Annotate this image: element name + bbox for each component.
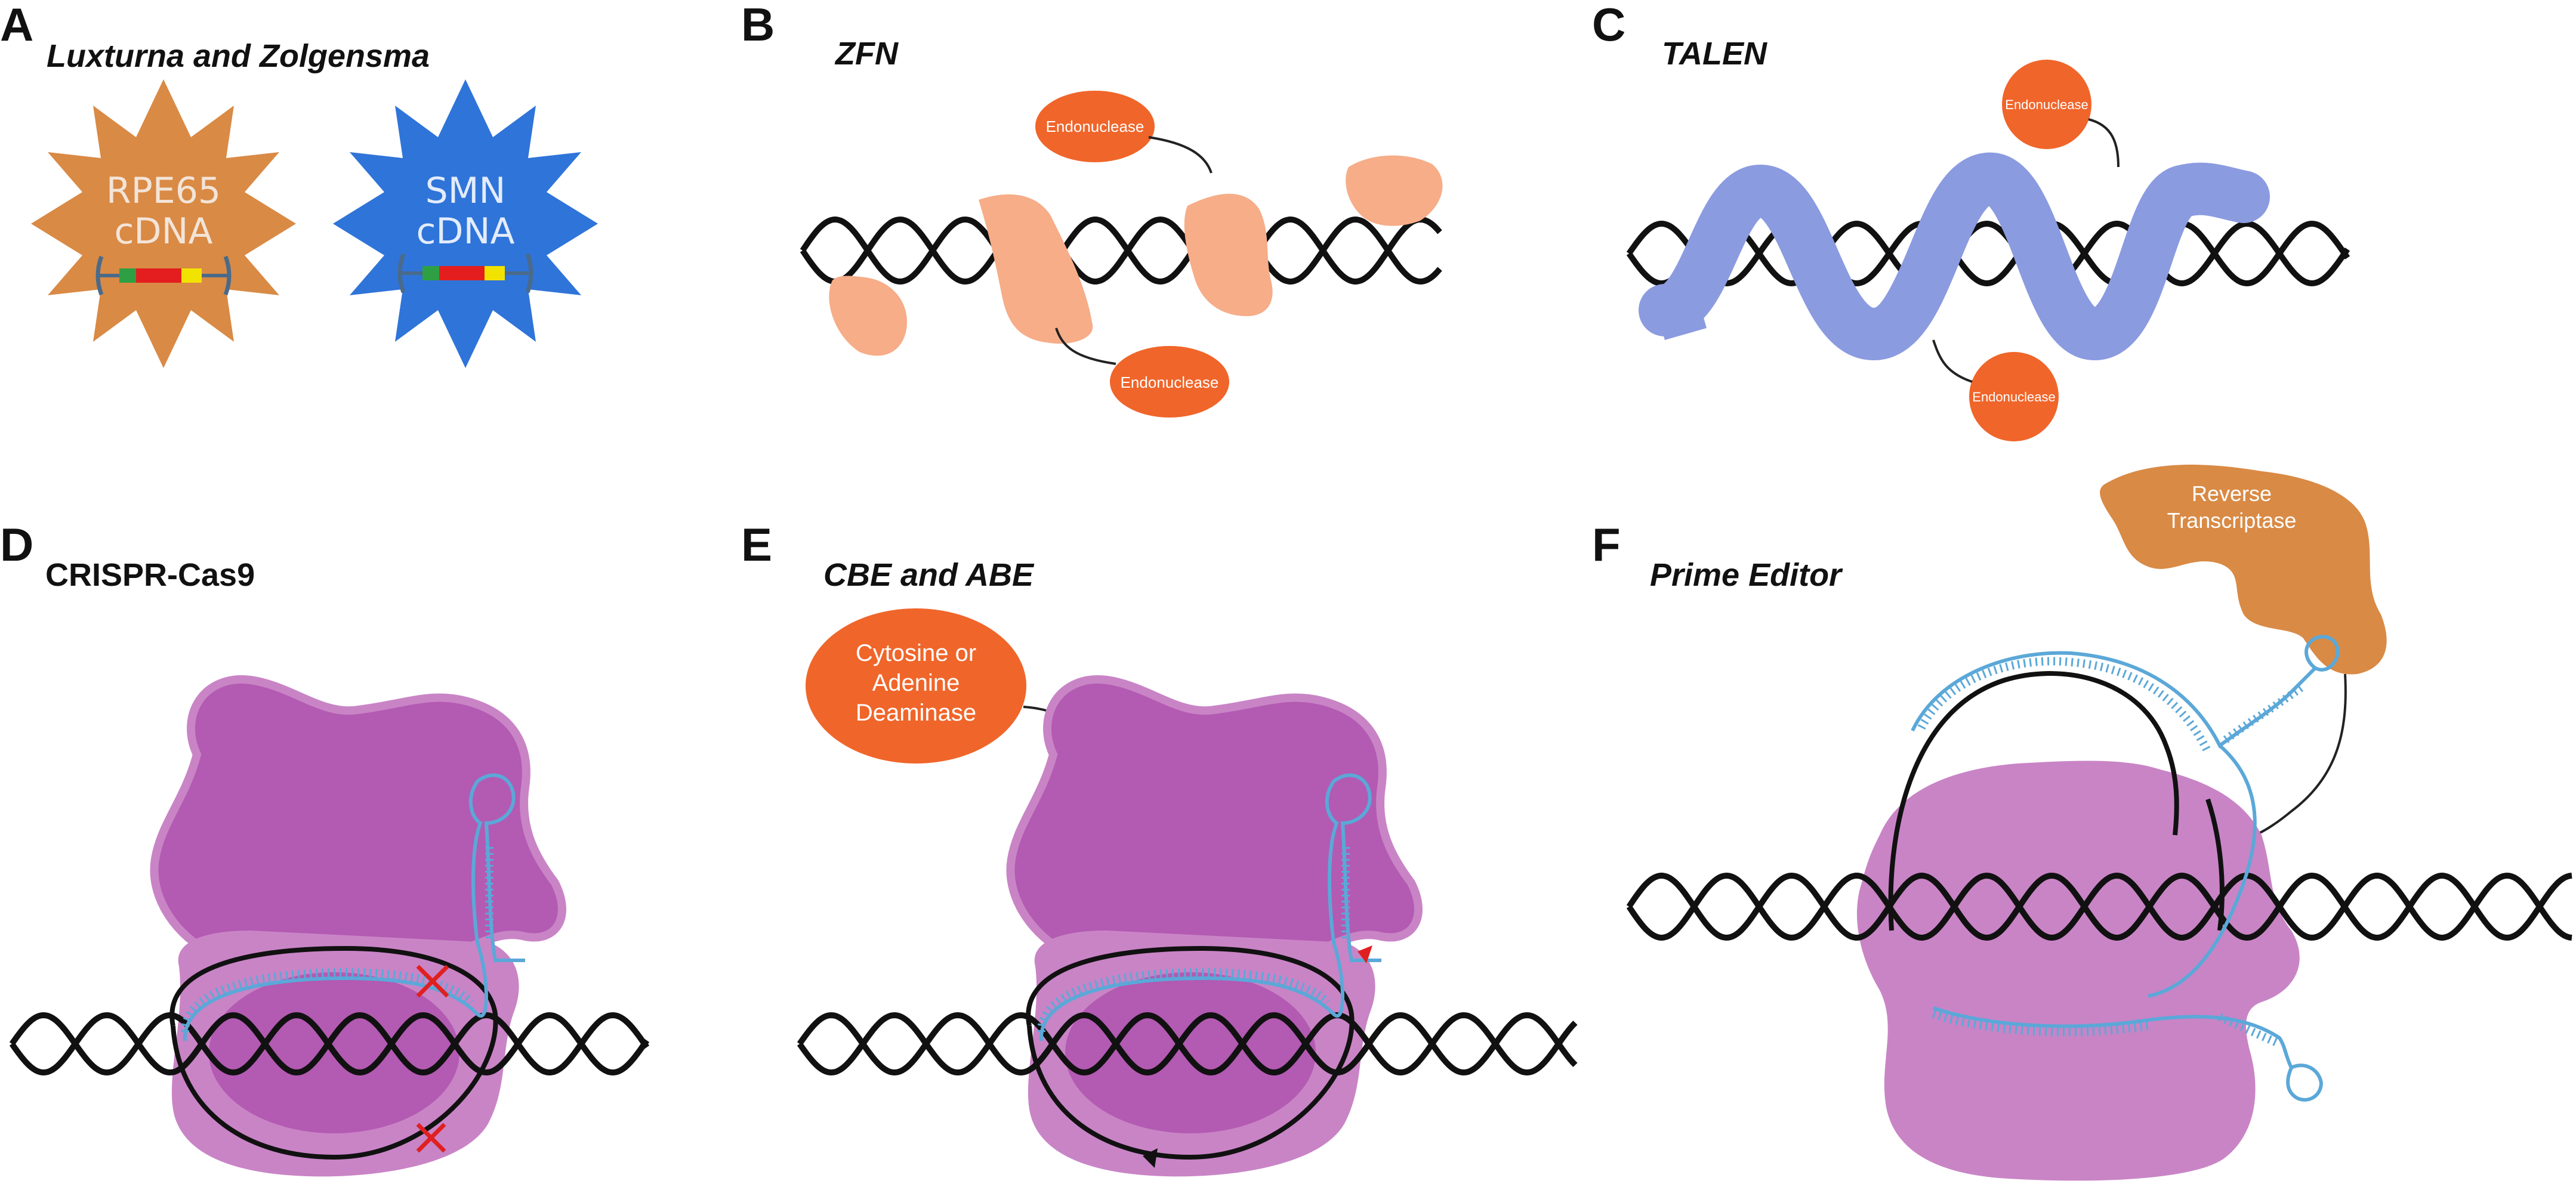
guide-rna-spacer	[1037, 967, 1331, 1033]
deaminase-label-line3: Deaminase	[856, 700, 976, 726]
zinc-finger-domains	[829, 155, 1443, 356]
nick-site-marker	[1143, 1148, 1158, 1168]
panel-c: C TALEN Endonuclease Endonuclease	[1592, 0, 2350, 441]
pegrna-stem	[2223, 682, 2306, 743]
rpe65-label: RPE65	[106, 170, 221, 212]
dna-double-helix	[797, 1012, 1578, 1076]
nicked-strand	[2205, 798, 2225, 931]
target-dna-loop	[169, 945, 498, 1160]
panel-d-letter: D	[0, 518, 33, 571]
zfn-tether-top	[1148, 136, 1213, 174]
panel-d-title: CRISPR-Cas9	[45, 557, 255, 593]
rt-tether	[2255, 673, 2347, 836]
dna-strand-top	[1626, 220, 2350, 287]
dna-double-helix	[9, 1012, 650, 1076]
zfn-endonuclease-top-label: Endonuclease	[1046, 118, 1144, 135]
rpe65-star	[31, 79, 296, 368]
talen-endonuclease-top-label: Endonuclease	[2005, 97, 2088, 112]
smn-cdna-label: cDNA	[416, 211, 514, 252]
deaminase-label-line2: Adenine	[872, 670, 960, 696]
pbs-rt-template	[1932, 1010, 2149, 1037]
rpe65-cassette	[95, 255, 232, 296]
panel-a: A Luxturna and Zolgensma RPE65 cDNA SMN …	[0, 0, 598, 368]
panel-d: D CRISPR-Cas9	[0, 518, 650, 1177]
cas9-upper-lobe	[150, 675, 566, 953]
talen-tether-top	[2088, 118, 2120, 168]
guide-rna-scaffold	[1039, 773, 1381, 1041]
zfn-endonuclease-bottom	[1110, 346, 1229, 418]
panel-e: E CBE and ABE Cytosine or Adenine Deamin…	[741, 518, 1578, 1177]
smn-label: SMN	[425, 170, 506, 212]
talen-endonuclease-top	[2002, 60, 2091, 149]
edit-site-marker	[1358, 945, 1372, 963]
dna-strand-bottom	[1626, 872, 2572, 941]
dna-strand-bottom	[800, 216, 1442, 285]
rpe65-cdna-label: cDNA	[114, 211, 212, 252]
dna-strand-top	[800, 216, 1442, 285]
smn-cassette	[397, 253, 533, 293]
rt-label-line1: Reverse	[2192, 481, 2272, 506]
pegrna-3prime-stem	[2218, 1013, 2281, 1048]
cut-marker-top	[416, 965, 449, 998]
cas9-nickase-hnh-domain	[1065, 972, 1316, 1133]
zfn-endonuclease-bottom-label: Endonuclease	[1121, 373, 1219, 391]
panel-b-title: ZFN	[834, 36, 899, 72]
tale-repeat-helix	[1639, 153, 2270, 361]
panel-e-letter: E	[741, 518, 772, 571]
r-loop-strand	[1888, 671, 2179, 931]
panel-a-title: Luxturna and Zolgensma	[47, 38, 430, 74]
cas9-nickase-upper-lobe	[1006, 675, 1423, 953]
rt-label-line2: Transcriptase	[2167, 508, 2297, 533]
dna-strand-bottom	[797, 1012, 1578, 1076]
talen-endonuclease-bottom-label: Endonuclease	[1972, 390, 2055, 404]
panel-c-title: TALEN	[1662, 36, 1767, 72]
deaminase-domain	[806, 608, 1026, 763]
panel-f-title: Prime Editor	[1650, 557, 1843, 593]
deaminase-label-line1: Cytosine or	[856, 640, 976, 666]
prime-editor-cas9	[1856, 761, 2300, 1181]
dna-double-helix	[1626, 220, 2350, 287]
panel-a-letter: A	[0, 0, 33, 51]
panel-b: B ZFN Endonuclease Endonuclease	[741, 0, 1443, 418]
reverse-transcriptase	[2100, 464, 2387, 675]
panel-c-letter: C	[1592, 0, 1625, 51]
pegrna-scaffold	[1911, 635, 2340, 749]
smn-star	[333, 79, 598, 368]
tale-tail-left	[1650, 286, 1707, 340]
guide-rna-scaffold	[183, 773, 525, 1041]
target-dna-loop	[1026, 945, 1355, 1160]
zfn-tether-bottom	[1055, 327, 1116, 365]
dna-strand-bottom	[9, 1012, 650, 1076]
dna-strand-top	[1626, 872, 2572, 941]
dna-double-helix	[800, 216, 1442, 285]
dna-double-helix	[1626, 872, 2572, 941]
talen-endonuclease-bottom	[1969, 352, 2059, 441]
talen-tether-bottom	[1932, 339, 1973, 383]
cut-marker-bottom	[416, 1123, 446, 1153]
pegrna-3prime-loop	[1933, 1006, 2324, 1102]
panel-e-title: CBE and ABE	[823, 557, 1035, 593]
panel-f-letter: F	[1592, 518, 1621, 571]
zfn-endonuclease-top	[1035, 91, 1155, 162]
pegrna-extension	[2148, 744, 2257, 998]
panel-f: F Prime Editor Reverse Transcriptase	[1592, 464, 2572, 1181]
dna-strand-top	[797, 1012, 1578, 1076]
dna-strand-bottom	[1626, 220, 2350, 287]
guide-rna-spacer	[181, 967, 474, 1033]
panel-b-letter: B	[741, 0, 775, 51]
